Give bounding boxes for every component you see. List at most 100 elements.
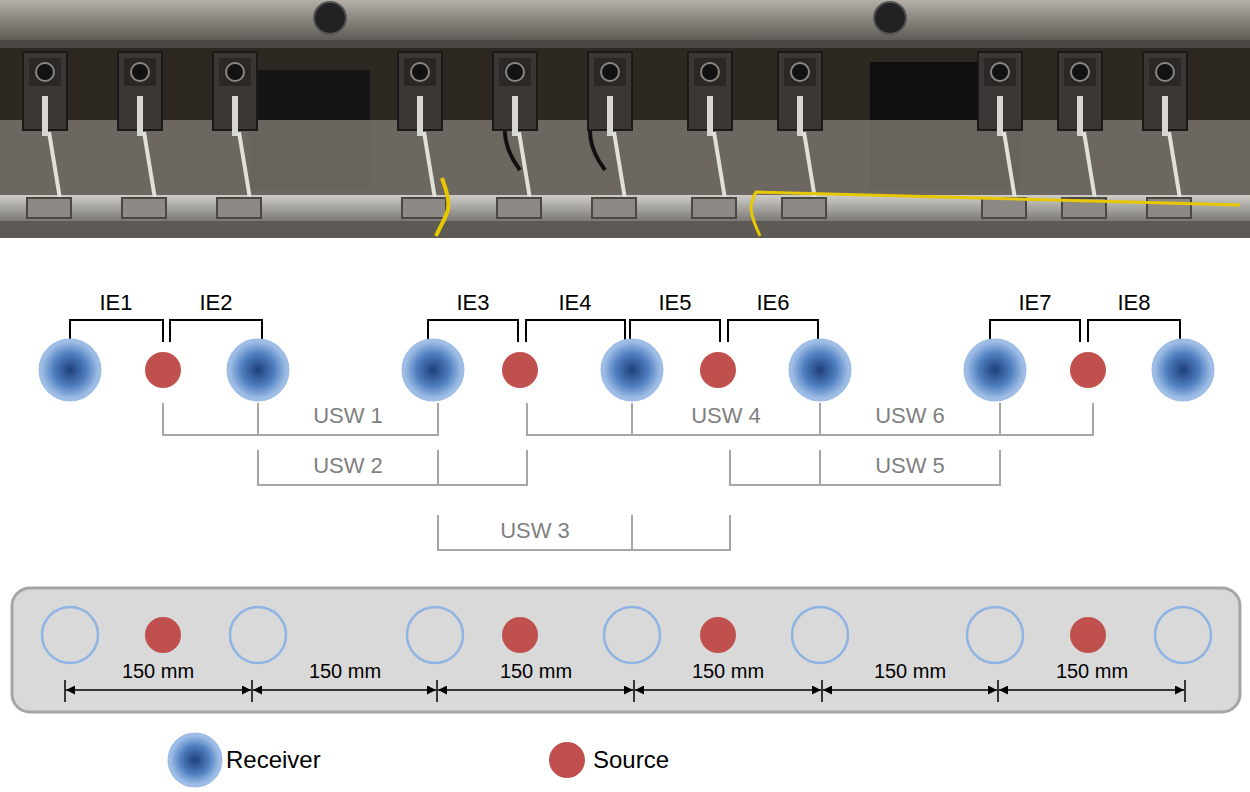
legend-text: Receiver bbox=[226, 746, 321, 774]
receiver-symbol bbox=[228, 340, 288, 400]
dimension-arrow bbox=[438, 689, 633, 691]
bracket-label: USW 6 bbox=[875, 403, 945, 428]
bracket-label: IE5 bbox=[658, 290, 691, 315]
source-symbol bbox=[502, 352, 538, 388]
bracket-label: USW 1 bbox=[313, 403, 383, 428]
bracket-label: IE6 bbox=[756, 290, 789, 315]
legend-swatch bbox=[549, 742, 585, 778]
dimension-label: 150 mm bbox=[500, 660, 572, 683]
transducer-mount bbox=[1143, 52, 1191, 218]
receiver-outlines bbox=[42, 607, 1211, 663]
transducer-mount bbox=[493, 52, 541, 218]
bracket bbox=[527, 403, 820, 435]
bracket-label: IE2 bbox=[199, 290, 232, 315]
bracket bbox=[438, 515, 730, 550]
top-beam-edge bbox=[0, 40, 1250, 48]
source-symbol bbox=[1070, 352, 1106, 388]
bracket-label: USW 2 bbox=[313, 453, 383, 478]
dimension-label: 150 mm bbox=[309, 660, 381, 683]
bracket bbox=[730, 450, 1000, 485]
bottom-rail-edge bbox=[0, 221, 1250, 238]
receiver-symbol bbox=[965, 340, 1025, 400]
ie-brackets bbox=[70, 320, 1180, 342]
bracket-label: USW 3 bbox=[500, 518, 570, 543]
bracket-label: IE3 bbox=[456, 290, 489, 315]
bracket bbox=[258, 450, 527, 485]
dimension-label: 150 mm bbox=[874, 660, 946, 683]
transducer-mount bbox=[978, 52, 1026, 218]
dimension-lines bbox=[65, 680, 1185, 702]
receiver-symbol bbox=[40, 340, 100, 400]
top-beam bbox=[0, 0, 1250, 40]
legend-text: Source bbox=[593, 746, 669, 774]
receiver-outline bbox=[42, 607, 98, 663]
dimension-arrow bbox=[823, 689, 997, 691]
source-symbol bbox=[145, 352, 181, 388]
dimension-tick bbox=[64, 680, 66, 702]
bracket bbox=[1088, 320, 1180, 342]
transducer-mount bbox=[118, 52, 166, 218]
dimension-label: 150 mm bbox=[1056, 660, 1128, 683]
transducer-mount bbox=[213, 52, 261, 218]
transducer-mount bbox=[588, 52, 636, 218]
dimension-arrow bbox=[635, 689, 821, 691]
transducer-mount bbox=[23, 52, 71, 218]
dimension-arrow bbox=[253, 689, 436, 691]
bracket bbox=[163, 403, 438, 435]
receiver-symbol bbox=[403, 340, 463, 400]
receiver-outline bbox=[230, 607, 286, 663]
receiver-outline bbox=[407, 607, 463, 663]
dimension-arrow bbox=[999, 689, 1184, 691]
receiver-outline bbox=[792, 607, 848, 663]
source-symbol bbox=[502, 617, 538, 653]
bracket bbox=[170, 320, 262, 342]
dimension-tick bbox=[633, 680, 635, 702]
sensor-panel bbox=[12, 588, 1240, 712]
receiver-outline bbox=[1155, 607, 1211, 663]
receiver-symbol bbox=[1153, 340, 1213, 400]
knob bbox=[314, 2, 346, 34]
legend bbox=[169, 734, 585, 786]
photo-panel bbox=[0, 120, 1250, 195]
photo-ground bbox=[0, 0, 1250, 238]
receiver-outline bbox=[604, 607, 660, 663]
bracket-label: IE4 bbox=[558, 290, 591, 315]
bracket bbox=[990, 320, 1080, 342]
yellow-cable bbox=[436, 178, 448, 236]
bracket bbox=[630, 320, 720, 342]
legend-swatch bbox=[169, 734, 221, 786]
bracket bbox=[526, 320, 625, 342]
dimension-tick bbox=[821, 680, 823, 702]
receiver-outline bbox=[967, 607, 1023, 663]
dimension-tick bbox=[436, 680, 438, 702]
usw-brackets bbox=[163, 403, 1093, 550]
dimension-label: 150 mm bbox=[122, 660, 194, 683]
source-symbol bbox=[1070, 617, 1106, 653]
receiver-symbol bbox=[790, 340, 850, 400]
dimension-label: 150 mm bbox=[692, 660, 764, 683]
receiver-symbol bbox=[602, 340, 662, 400]
transducer-mount bbox=[688, 52, 736, 218]
apparatus-photo bbox=[0, 0, 1250, 238]
bracket bbox=[428, 320, 518, 342]
dimension-tick bbox=[1184, 680, 1186, 702]
bracket-label: IE7 bbox=[1018, 290, 1051, 315]
bracket-label: USW 4 bbox=[691, 403, 761, 428]
knob bbox=[874, 2, 906, 34]
transducer-mount bbox=[1058, 52, 1106, 218]
source-symbol bbox=[145, 617, 181, 653]
bracket-label: USW 5 bbox=[875, 453, 945, 478]
bracket bbox=[728, 320, 818, 342]
sensor-row bbox=[40, 340, 1213, 400]
transducer-mount bbox=[398, 52, 446, 218]
source-symbol bbox=[700, 352, 736, 388]
source-dots bbox=[145, 617, 1106, 653]
yellow-cable bbox=[751, 192, 1240, 236]
bracket-label: IE1 bbox=[99, 290, 132, 315]
bracket bbox=[70, 320, 163, 342]
dimension-tick bbox=[997, 680, 999, 702]
source-symbol bbox=[700, 617, 736, 653]
dimension-tick bbox=[251, 680, 253, 702]
